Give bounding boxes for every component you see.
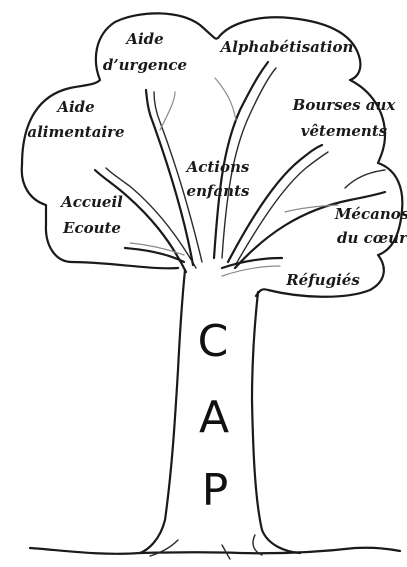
label-actions-enfants-line1: Actions — [185, 158, 250, 176]
label-accueil-ecoute-line2: Ecoute — [62, 219, 121, 237]
trunk-letter-c: C — [198, 316, 229, 367]
twig-aide-urgence — [159, 91, 176, 131]
trunk-letter-a: A — [199, 392, 229, 443]
label-bourses-line1: Bourses aux — [292, 96, 397, 114]
branch-mecanos — [233, 190, 387, 270]
branch-accueil — [123, 246, 186, 264]
branch-refugies — [220, 256, 284, 270]
branch-bourses — [226, 143, 324, 264]
trunk-left-edge — [138, 268, 187, 555]
branch-refugies-inner — [221, 265, 281, 277]
branch-bourses-inner — [235, 151, 329, 265]
root-left — [149, 539, 179, 557]
twig-alphabetisation — [214, 77, 237, 121]
branch-accueil-inner — [129, 242, 185, 256]
ground-line — [28, 546, 402, 555]
label-mecanos-line2: du cœur — [337, 229, 407, 247]
twig-mecanos — [284, 204, 339, 213]
branch-aide-alimentaire-inner — [105, 167, 197, 269]
trunk-right-edge — [250, 290, 302, 555]
label-aide-alimentaire-line2: alimentaire — [27, 123, 124, 141]
trunk-letter-p: P — [202, 465, 229, 516]
canopy-outline — [20, 12, 404, 298]
branch-alphabetisation — [212, 60, 270, 260]
label-refugies: Réfugiés — [285, 271, 360, 289]
label-accueil-ecoute-line1: Accueil — [59, 193, 123, 211]
twig-mecanos-upper — [344, 169, 386, 189]
label-bourses-line2: vêtements — [301, 122, 388, 140]
label-aide-urgence-line2: d’urgence — [103, 56, 187, 74]
label-mecanos-line1: Mécanos — [334, 205, 407, 223]
branch-aide-urgence-inner — [153, 91, 203, 263]
root-right — [252, 534, 263, 556]
branch-alphabetisation-inner — [221, 67, 277, 259]
label-aide-urgence-line1: Aide — [124, 30, 163, 48]
label-actions-enfants-line2: enfants — [187, 182, 250, 200]
label-aide-alimentaire-line1: Aide — [55, 98, 94, 116]
branch-aide-alimentaire — [93, 168, 188, 274]
label-alphabetisation: Alphabétisation — [219, 38, 354, 56]
branch-aide-urgence — [144, 88, 195, 267]
root-middle — [221, 544, 231, 560]
